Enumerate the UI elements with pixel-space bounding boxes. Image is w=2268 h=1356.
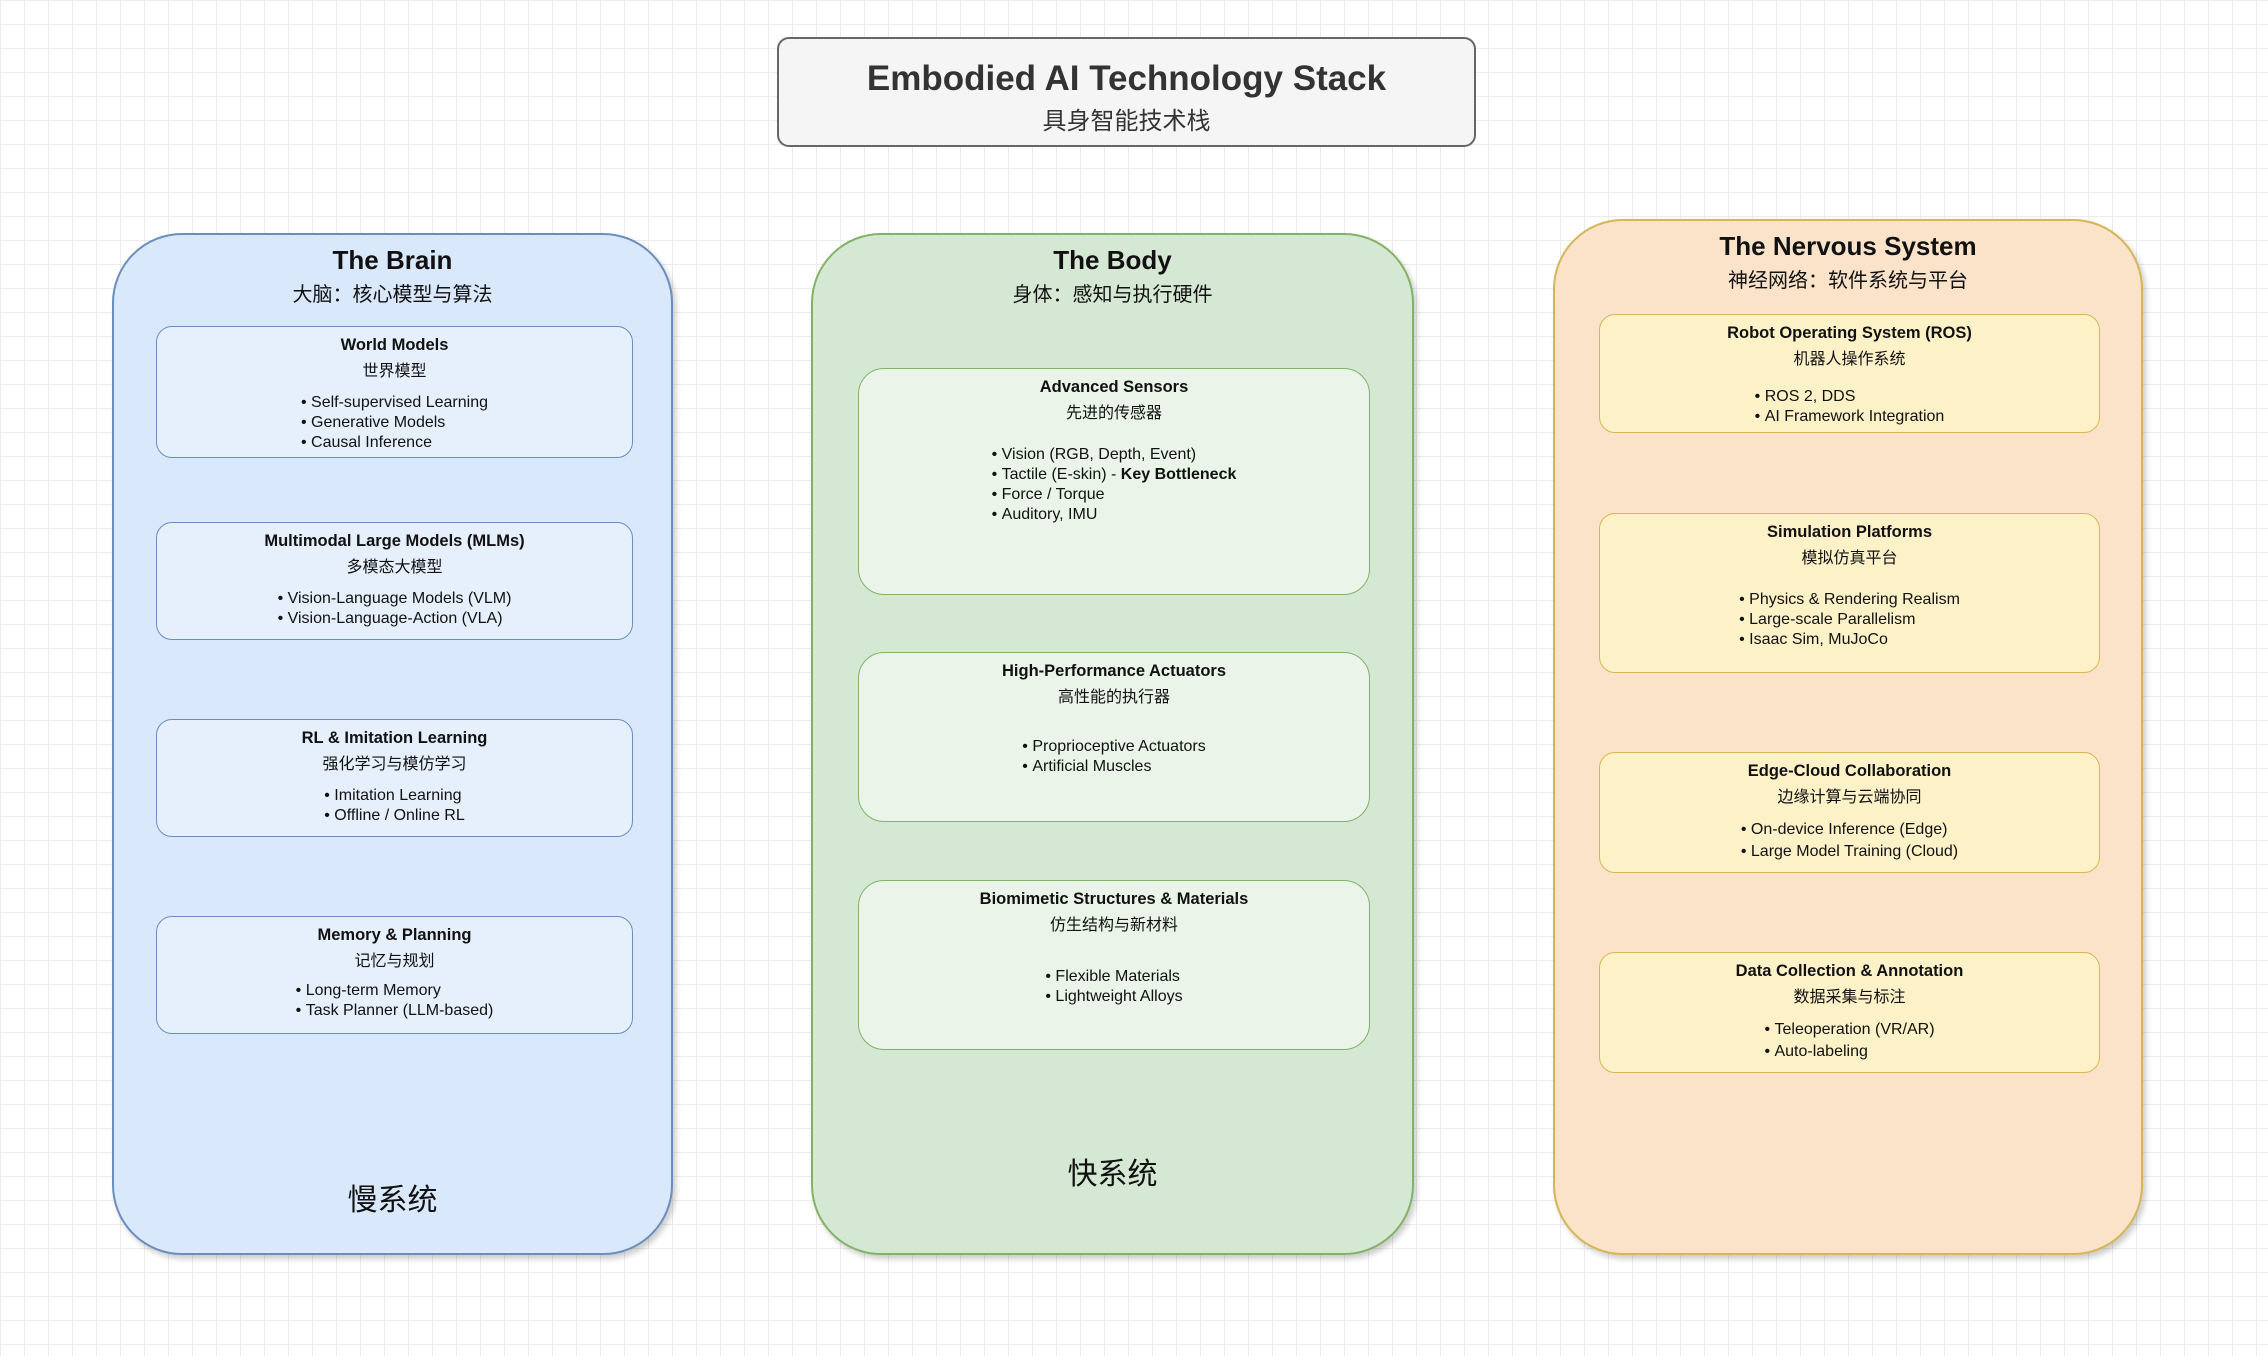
- list-item: Long-term Memory: [296, 981, 494, 1001]
- list-item: Isaac Sim, MuJoCo: [1739, 630, 1960, 650]
- card-subtitle: 数据采集与标注: [1793, 989, 1906, 1006]
- list-item: Auto-labeling: [1764, 1041, 1934, 1063]
- card-title: Robot Operating System (ROS): [1727, 324, 1972, 342]
- card-subtitle: 仿生结构与新材料: [1049, 917, 1178, 934]
- list-item: Tactile (E-skin) - Key Bottleneck: [992, 465, 1237, 485]
- list-item: ROS 2, DDS: [1755, 387, 1945, 407]
- card-title: Memory & Planning: [317, 926, 472, 944]
- card-subtitle: 记忆与规划: [354, 953, 435, 970]
- list-item: AI Framework Integration: [1755, 407, 1945, 427]
- card-biomimetic-structures: Biomimetic Structures & Materials 仿生结构与新…: [858, 880, 1370, 1050]
- brain-subtitle: 大脑：核心模型与算法: [292, 284, 493, 306]
- body-column: The Body 身体：感知与执行硬件 Advanced Sensors 先进的…: [811, 233, 1414, 1255]
- list-item: Proprioceptive Actuators: [1022, 737, 1205, 757]
- card-subtitle: 机器人操作系统: [1793, 351, 1906, 368]
- card-title: World Models: [340, 336, 449, 354]
- card-subtitle: 多模态大模型: [346, 559, 443, 576]
- diagram-title: Embodied AI Technology Stack: [866, 59, 1387, 98]
- card-multimodal-large-models: Multimodal Large Models (MLMs) 多模态大模型 Vi…: [156, 522, 633, 640]
- list-item: Vision-Language-Action (VLA): [278, 609, 512, 629]
- body-title: The Body: [1053, 245, 1172, 275]
- card-data-collection-annotation: Data Collection & Annotation 数据采集与标注 Tel…: [1599, 952, 2100, 1073]
- list-item: Teleoperation (VR/AR): [1764, 1019, 1934, 1041]
- brain-column: The Brain 大脑：核心模型与算法 World Models 世界模型 S…: [112, 233, 673, 1255]
- nervous-subtitle: 神经网络：软件系统与平台: [1728, 270, 1968, 292]
- list-item: Vision (RGB, Depth, Event): [992, 445, 1237, 465]
- brain-footer-label: 慢系统: [347, 1184, 438, 1217]
- card-subtitle: 边缘计算与云端协同: [1777, 789, 1922, 806]
- card-title: Multimodal Large Models (MLMs): [264, 532, 525, 550]
- card-list: Physics & Rendering Realism Large-scale …: [1739, 590, 1960, 650]
- list-item: Causal Inference: [301, 433, 488, 453]
- card-title: Edge-Cloud Collaboration: [1747, 762, 1952, 780]
- diagram-title-box: Embodied AI Technology Stack 具身智能技术栈: [777, 37, 1476, 147]
- card-simulation-platforms: Simulation Platforms 模拟仿真平台 Physics & Re…: [1599, 513, 2100, 673]
- list-item: Generative Models: [301, 413, 488, 433]
- card-subtitle: 强化学习与模仿学习: [322, 756, 467, 773]
- list-item: Physics & Rendering Realism: [1739, 590, 1960, 610]
- card-title: Simulation Platforms: [1766, 523, 1933, 541]
- list-item: Offline / Online RL: [324, 806, 464, 826]
- card-title: Advanced Sensors: [1039, 378, 1189, 396]
- card-title: Biomimetic Structures & Materials: [979, 890, 1249, 908]
- list-item: Force / Torque: [992, 485, 1237, 505]
- card-robot-operating-system: Robot Operating System (ROS) 机器人操作系统 ROS…: [1599, 314, 2100, 433]
- card-list: Flexible Materials Lightweight Alloys: [1045, 967, 1182, 1007]
- card-list: Teleoperation (VR/AR) Auto-labeling: [1764, 1019, 1934, 1063]
- nervous-system-column: The Nervous System 神经网络：软件系统与平台 Robot Op…: [1553, 219, 2143, 1255]
- card-subtitle: 先进的传感器: [1065, 405, 1162, 422]
- list-item: Imitation Learning: [324, 786, 464, 806]
- card-subtitle: 模拟仿真平台: [1801, 550, 1898, 567]
- body-subtitle: 身体：感知与执行硬件: [1012, 284, 1213, 306]
- list-item: Auditory, IMU: [992, 505, 1237, 525]
- list-item-text: Tactile (E-skin) -: [1001, 466, 1121, 483]
- list-item: On-device Inference (Edge): [1741, 819, 1958, 841]
- diagram-subtitle: 具身智能技术栈: [1042, 108, 1211, 135]
- card-list: ROS 2, DDS AI Framework Integration: [1755, 387, 1945, 427]
- card-subtitle: 高性能的执行器: [1057, 689, 1170, 706]
- card-list: Proprioceptive Actuators Artificial Musc…: [1022, 737, 1205, 777]
- card-title: High-Performance Actuators: [1001, 662, 1226, 680]
- list-item: Artificial Muscles: [1022, 757, 1205, 777]
- card-title: RL & Imitation Learning: [301, 729, 488, 747]
- brain-title: The Brain: [332, 245, 453, 275]
- list-item: Large Model Training (Cloud): [1741, 841, 1958, 863]
- card-subtitle: 世界模型: [362, 363, 427, 380]
- list-item: Task Planner (LLM-based): [296, 1001, 494, 1021]
- card-list: Long-term Memory Task Planner (LLM-based…: [296, 981, 494, 1021]
- list-item: Lightweight Alloys: [1045, 987, 1182, 1007]
- card-title: Data Collection & Annotation: [1735, 962, 1964, 980]
- card-list: Vision (RGB, Depth, Event) Tactile (E-sk…: [992, 445, 1237, 525]
- card-high-performance-actuators: High-Performance Actuators 高性能的执行器 Propr…: [858, 652, 1370, 822]
- list-item: Large-scale Parallelism: [1739, 610, 1960, 630]
- list-item: Vision-Language Models (VLM): [278, 589, 512, 609]
- card-list: Vision-Language Models (VLM) Vision-Lang…: [278, 589, 512, 629]
- nervous-title: The Nervous System: [1719, 231, 1977, 261]
- card-memory-planning: Memory & Planning 记忆与规划 Long-term Memory…: [156, 916, 633, 1034]
- card-advanced-sensors: Advanced Sensors 先进的传感器 Vision (RGB, Dep…: [858, 368, 1370, 595]
- card-list: Imitation Learning Offline / Online RL: [324, 786, 464, 826]
- card-list: On-device Inference (Edge) Large Model T…: [1741, 819, 1958, 863]
- card-edge-cloud-collaboration: Edge-Cloud Collaboration 边缘计算与云端协同 On-de…: [1599, 752, 2100, 873]
- key-bottleneck-emphasis: Key Bottleneck: [1120, 466, 1237, 483]
- card-rl-imitation-learning: RL & Imitation Learning 强化学习与模仿学习 Imitat…: [156, 719, 633, 837]
- list-item: Flexible Materials: [1045, 967, 1182, 987]
- body-footer-label: 快系统: [1067, 1158, 1158, 1191]
- card-world-models: World Models 世界模型 Self-supervised Learni…: [156, 326, 633, 458]
- card-list: Self-supervised Learning Generative Mode…: [301, 393, 488, 453]
- list-item: Self-supervised Learning: [301, 393, 488, 413]
